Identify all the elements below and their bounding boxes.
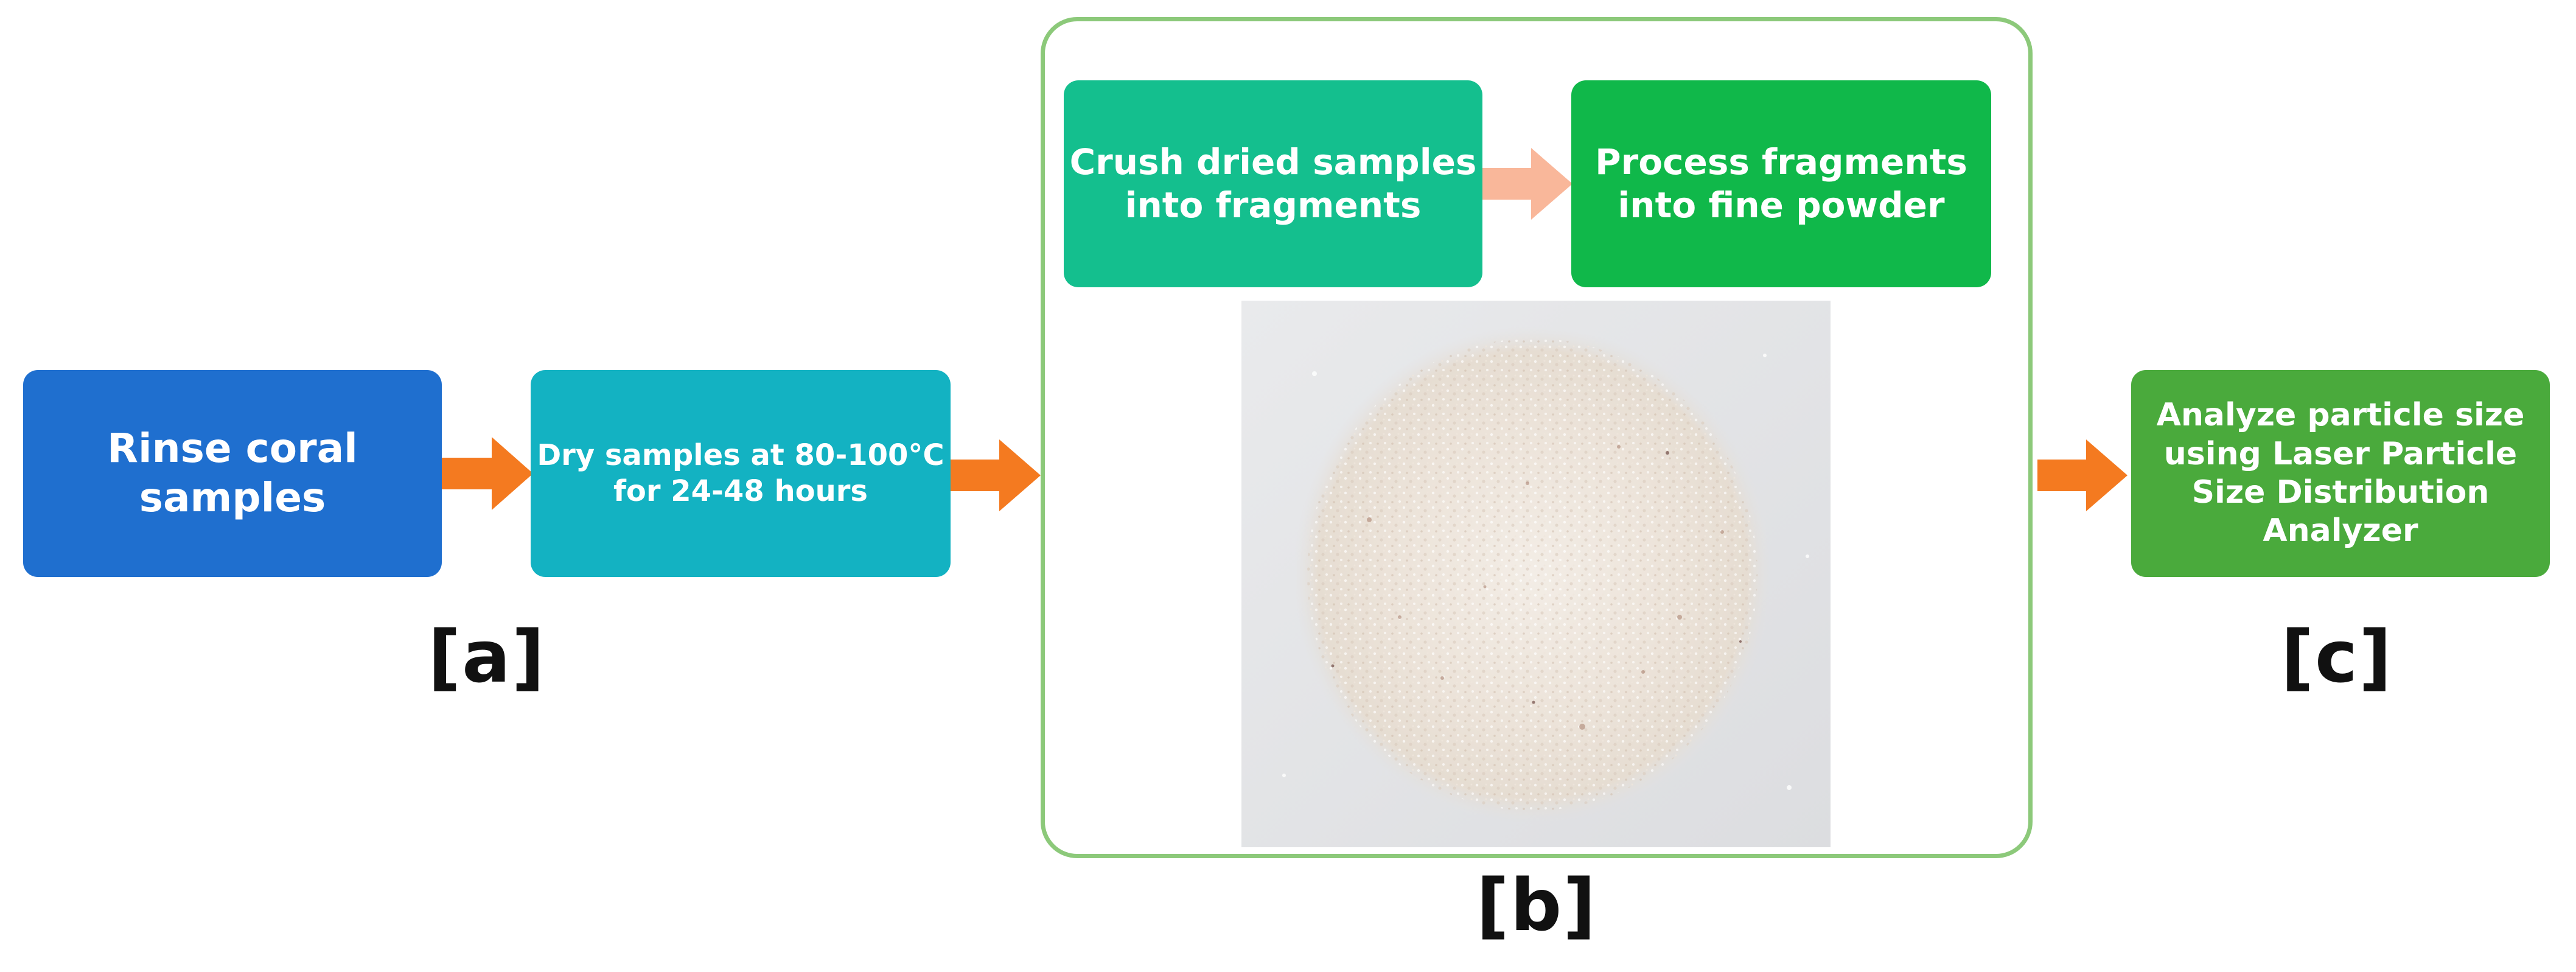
process-step-box: Process fragments into fine powder [1571,80,1991,287]
analyze-step-text-line3: Size Distribution [2191,474,2490,511]
coral-powder-photo [1241,301,1831,847]
process-step-text-line1: Process fragments [1595,141,1967,183]
rinse-step-box: Rinse coral samples [23,370,442,577]
arrow-right-icon [1482,148,1572,220]
analyze-step-box: Analyze particle size using Laser Partic… [2131,370,2550,577]
label-a: [a] [428,615,546,699]
process-step-text-line2: into fine powder [1618,184,1945,226]
rinse-step-text: Rinse coral samples [107,425,358,521]
analyze-step-text-line1: Analyze particle size [2156,397,2525,434]
analyze-step-text-line2: using Laser Particle [2163,435,2518,472]
arrow-right-icon [951,439,1041,511]
arrow-right-icon [2037,439,2127,511]
crush-step-text-line2: into fragments [1125,184,1422,226]
analyze-step-text-line4: Analyzer [2263,512,2418,550]
arrow-right-icon [442,437,533,510]
dry-step-box: Dry samples at 80-100°C for 24-48 hours [531,370,951,577]
label-c: [c] [2281,615,2393,699]
dry-step-text-line2: for 24-48 hours [613,474,868,508]
dry-step-text-line1: Dry samples at 80-100°C [537,438,944,473]
label-b: [b] [1476,863,1597,947]
crush-step-box: Crush dried samples into fragments [1064,80,1482,287]
crush-step-text-line1: Crush dried samples [1069,141,1477,183]
